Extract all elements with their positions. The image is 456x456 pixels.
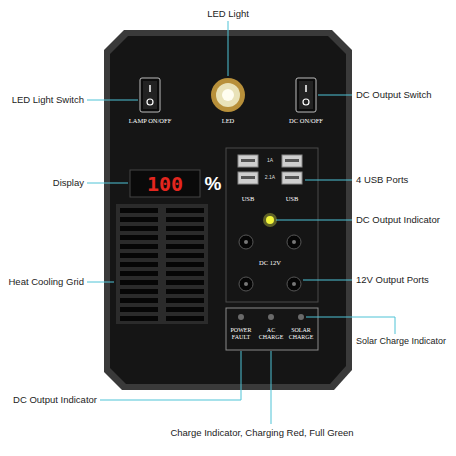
display-unit: % — [205, 174, 222, 195]
dc-port — [239, 235, 253, 249]
leader-line — [318, 95, 352, 96]
leader-line — [303, 280, 352, 281]
indicator-panel — [226, 308, 318, 350]
panel-marking: LAMP ON/OFF — [129, 117, 172, 124]
callout-label: LED Light — [207, 9, 249, 19]
leader-line — [87, 282, 114, 283]
usb-slot — [285, 176, 299, 179]
dc-port — [287, 277, 301, 291]
switch-rocker — [143, 81, 157, 109]
switch-on-mark — [305, 85, 307, 92]
panel-marking: USB — [242, 195, 255, 202]
usb-port — [282, 155, 302, 167]
housing-panel — [110, 36, 346, 384]
indicator-lamp — [268, 314, 274, 320]
usb-port — [238, 155, 258, 167]
led-ring — [211, 78, 245, 112]
port-rating: 1A — [267, 158, 273, 164]
dc-port-pin — [292, 282, 296, 286]
dc-port — [287, 235, 301, 249]
port-panel — [226, 148, 318, 302]
display-window — [130, 170, 200, 197]
indicator-marking: POWER FAULT — [227, 327, 255, 340]
leader-line — [100, 351, 241, 400]
panel-marking: LED — [222, 117, 235, 124]
callout-label: Heat Cooling Grid — [8, 277, 84, 287]
port-rating: 2.1A — [265, 175, 275, 181]
dc-port-pin — [244, 282, 248, 286]
panel-marking: DC 12V — [259, 259, 281, 266]
indicator-marking: AC CHARGE — [257, 327, 285, 340]
usb-slot — [285, 159, 299, 162]
usb-port — [238, 172, 258, 184]
grid-frame — [116, 204, 208, 324]
callout-label: Display — [53, 178, 84, 188]
switch-on-mark — [149, 85, 151, 92]
panel-marking: USB — [286, 195, 299, 202]
callout-label: Charge Indicator, Charging Red, Full Gre… — [170, 428, 353, 438]
callout-label: DC Output Switch — [356, 90, 432, 100]
dc-port-pin — [244, 240, 248, 244]
callout-label: Solar Charge Indicator — [356, 337, 446, 347]
leader-line — [87, 183, 128, 184]
leader-lines — [87, 21, 395, 424]
leader-line — [271, 351, 272, 424]
switch-off-mark — [147, 99, 153, 105]
callout-label: LED Light Switch — [12, 95, 84, 105]
switch-frame — [140, 78, 160, 112]
callout-label: 12V Output Ports — [356, 275, 429, 285]
indicator-lamp — [238, 314, 244, 320]
indicator-glow — [263, 213, 277, 227]
switch-frame — [296, 78, 316, 112]
panel-marking: DC ON/OFF — [289, 117, 323, 124]
dc-indicator-light — [266, 216, 274, 224]
switch-rocker — [299, 81, 313, 109]
led-core — [222, 89, 234, 101]
leader-line — [276, 220, 352, 221]
indicator-marking: SOLAR CHARGE — [287, 327, 315, 340]
dc-port-pin — [292, 240, 296, 244]
indicator-lamp — [298, 314, 304, 320]
callout-label: DC Output Indicator — [356, 215, 440, 225]
display-readout: 100 — [147, 173, 183, 195]
dc-port — [239, 277, 253, 291]
callout-label: 4 USB Ports — [356, 175, 408, 185]
leader-line — [305, 180, 352, 181]
housing-outer — [104, 30, 352, 390]
grid-slots — [120, 208, 204, 321]
leader-line — [228, 21, 229, 76]
leader-line — [87, 100, 138, 101]
usb-slot — [241, 159, 255, 162]
led-lens — [216, 83, 240, 107]
usb-port — [282, 172, 302, 184]
usb-slot — [241, 176, 255, 179]
callout-label: DC Output Indicator — [13, 395, 97, 405]
leader-line — [306, 317, 395, 334]
switch-off-mark — [303, 99, 309, 105]
